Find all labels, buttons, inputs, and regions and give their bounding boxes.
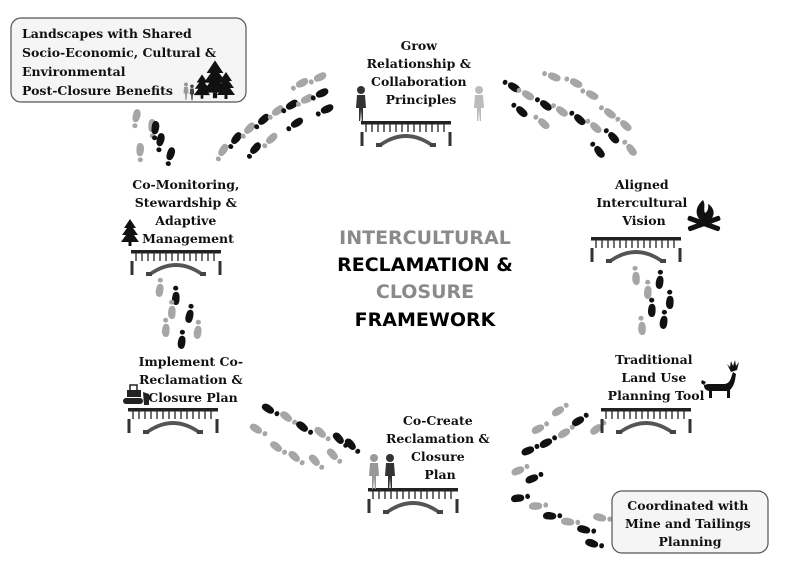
footprint (637, 315, 647, 336)
footprint (284, 115, 305, 134)
footprint (550, 400, 571, 419)
footprint (631, 265, 641, 286)
footprint (294, 419, 315, 437)
footprint (655, 269, 665, 290)
footprint (659, 309, 669, 330)
footprint (515, 85, 536, 102)
footprint (524, 470, 545, 486)
bridge-cocreate (366, 486, 460, 516)
footprint (588, 418, 609, 437)
landscapes-box (10, 17, 247, 103)
bridge-vision (589, 235, 683, 265)
center-title-line-4: FRAMEWORK (355, 309, 497, 331)
moose-icon (701, 360, 739, 398)
footprint (579, 86, 600, 102)
bridge-grow (359, 119, 453, 149)
center-title-line-1: INTERCULTURAL (339, 227, 511, 249)
footprint (278, 409, 299, 427)
bridge-landuse (599, 406, 693, 436)
people-holding-hands-icon (369, 454, 395, 489)
stage-grow-label: Grow Relationship & Collaboration Princi… (367, 38, 476, 107)
footprint (289, 76, 310, 93)
footprint (556, 422, 577, 441)
footprint (252, 112, 272, 132)
footprint (325, 446, 345, 466)
footprint (584, 537, 605, 551)
footprint (583, 116, 604, 135)
footprint (248, 422, 269, 439)
footprint (260, 131, 280, 151)
stage-cocreate-label: Co-Create Reclamation & Closure Plan (386, 413, 494, 482)
footprint (130, 108, 142, 129)
footprint (567, 108, 588, 127)
stage-landuse-label: Traditional Land Use Planning Tool (608, 352, 705, 403)
bridge-implement (126, 406, 220, 436)
stage-implement-label: Implement Co- Reclamation & Closure Plan (139, 354, 248, 405)
footprint (238, 120, 257, 141)
tree-icon (121, 219, 139, 246)
footprint (613, 114, 634, 133)
footprint (538, 433, 559, 450)
footprint (549, 101, 570, 119)
stage-vision-label: Aligned Intercultural Vision (596, 177, 691, 228)
coordinated-box-text: Coordinated with Mine and Tailings Plann… (625, 498, 755, 549)
center-title-line-2: RECLAMATION & (337, 254, 513, 276)
footprint (509, 100, 530, 119)
footprint (294, 92, 315, 109)
footprint (643, 279, 652, 299)
footprint (307, 452, 327, 472)
footprint (307, 70, 328, 87)
campfire-icon (687, 200, 721, 232)
bridge-monitor (129, 248, 223, 278)
footprint (588, 139, 607, 160)
footprint (601, 126, 621, 146)
footprint (226, 130, 244, 151)
footprint (286, 449, 307, 468)
footprint (163, 146, 177, 167)
footprint (576, 524, 597, 536)
footprint (312, 425, 333, 444)
footprint (155, 277, 165, 298)
coordinated-box (611, 490, 769, 554)
footprint (543, 511, 563, 520)
footprint (268, 439, 289, 457)
footprint (560, 517, 581, 527)
footprint (510, 492, 531, 504)
footprint (510, 462, 531, 478)
footprint (213, 142, 230, 163)
footprint (563, 74, 584, 90)
footprint (531, 112, 552, 131)
bulldozer-icon (123, 384, 149, 405)
footprint (592, 512, 613, 524)
landscapes-box-text: Landscapes with Shared Socio-Economic, C… (22, 26, 221, 98)
footprint (309, 86, 330, 103)
footprint (620, 137, 639, 158)
footprint (136, 143, 145, 163)
footprint (260, 402, 281, 419)
center-title-line-3: CLOSURE (376, 281, 474, 303)
footprint (541, 69, 562, 83)
footprint (528, 501, 549, 511)
footprint (244, 140, 263, 161)
footprint (665, 289, 674, 309)
footprint (530, 419, 551, 436)
footprint (647, 297, 656, 317)
footprint (597, 103, 618, 121)
footprint (184, 303, 196, 324)
footprint (314, 102, 335, 119)
footprint (177, 329, 187, 350)
footprint (154, 132, 166, 153)
stage-monitor-label: Co-Monitoring, Stewardship & Adaptive Ma… (132, 177, 243, 246)
footprint (520, 442, 541, 458)
footprint (193, 319, 203, 340)
footprint (161, 317, 170, 337)
footprint (533, 95, 554, 113)
